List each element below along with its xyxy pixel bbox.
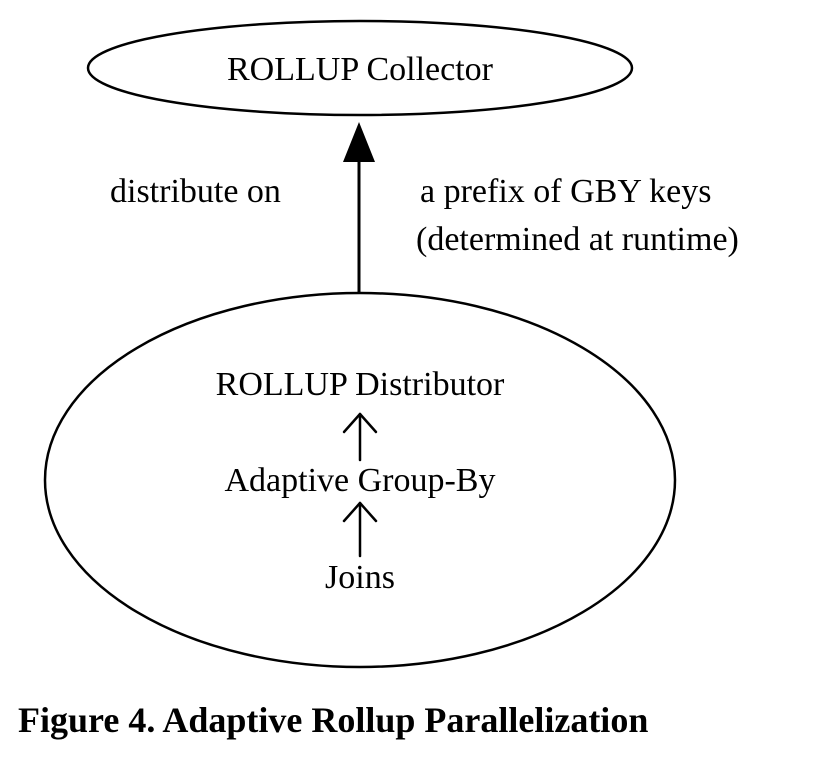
joins-to-groupby-arrow: [342, 501, 378, 558]
groupby-to-distributor-arrow: [342, 412, 378, 462]
edge-label-right-line2: (determined at runtime): [416, 221, 739, 258]
collector-label: ROLLUP Collector: [227, 51, 494, 88]
distribution-edge-arrowhead: [343, 122, 375, 162]
edge-label-right-line1: a prefix of GBY keys: [420, 173, 711, 210]
collector-node: [86, 19, 634, 117]
figure-caption: Figure 4. Adaptive Rollup Parallelizatio…: [18, 700, 648, 740]
edge-label-left: distribute on: [110, 173, 281, 210]
group-by-label: Adaptive Group-By: [224, 462, 495, 499]
joins-label: Joins: [325, 559, 395, 596]
distributor-label: ROLLUP Distributor: [216, 366, 505, 403]
pipeline-node: [43, 291, 677, 669]
